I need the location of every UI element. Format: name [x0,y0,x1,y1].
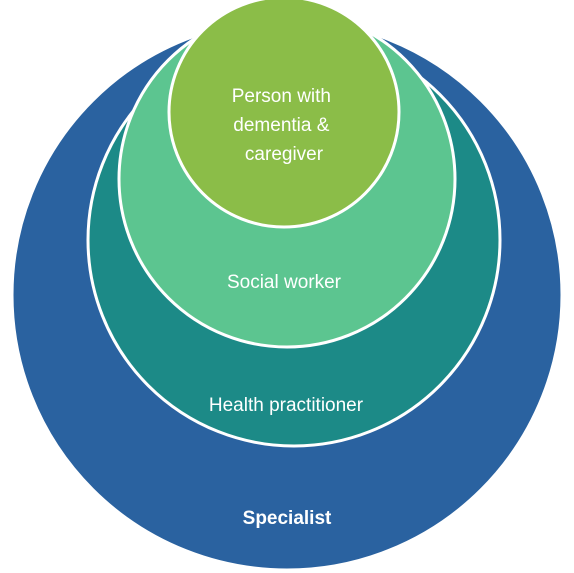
person-with-dementia-caregiver-circle [167,0,401,229]
core-label-line-2: dementia & [233,115,329,136]
health-practitioner-label: Health practitioner [209,395,364,416]
person-with-dementia-caregiver-label: Person with dementia & caregiver [232,86,337,165]
social-worker-label: Social worker [227,272,342,293]
core-label-line-1: Person with [232,86,331,107]
core-label-line-3: caregiver [245,144,324,165]
specialist-label: Specialist [243,508,332,529]
